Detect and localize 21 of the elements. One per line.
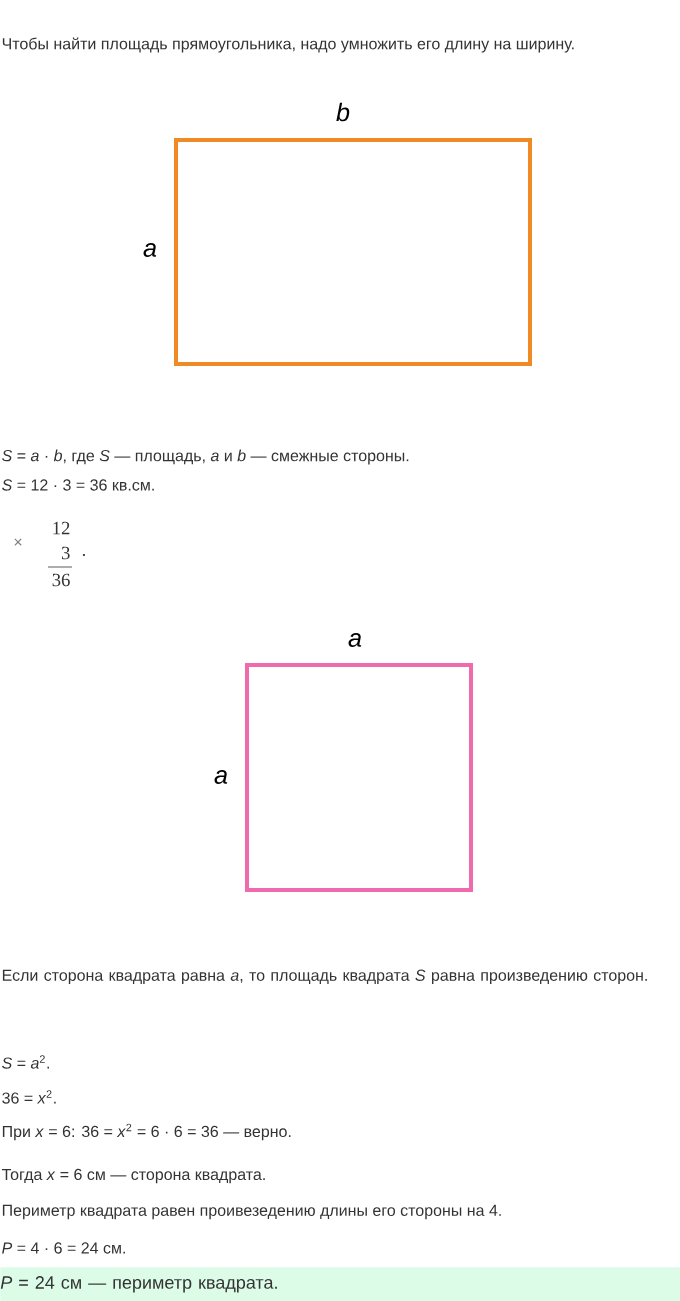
side-label: a [143, 243, 157, 257]
side-label: a [214, 770, 228, 784]
text-line: Периметр квадрата равен проивезедению длины его стороны на 4. [2, 1204, 501, 1220]
text-line: S = a$^{2}$. [2, 1055, 49, 1069]
number: 12 [53, 521, 70, 535]
text-line: 36 = x$^{2}$. [2, 1090, 56, 1104]
text-line: Тогда x = 6 см — сторона квадрата. [1, 1168, 265, 1184]
text-line: Чтобы найти площадь прямоугольника, надо умножить его длину на ширину. [2, 37, 574, 53]
answer-band: P = 24 см — периметр квадрата. [0, 1267, 680, 1301]
side-label: b [336, 102, 350, 122]
text-line: S = a · b, где S — площадь, a и b — смежные стороны. [2, 449, 409, 465]
multiply-sign: × [14, 538, 22, 546]
rectangle-frame [174, 138, 532, 366]
side-label: a [348, 633, 362, 647]
number: 3 [61, 546, 70, 560]
text-line: S = 12 · 3 = 36 кв.см. [2, 479, 154, 491]
text-line: При x = 6: 36 = x$^{2}$ = 6 · 6 = 36 — верно. [2, 1123, 291, 1141]
number: 36 [52, 573, 70, 587]
number: . [82, 553, 86, 557]
rectangle-frame [245, 663, 473, 892]
paragraph: Если сторона квадрата равна a, то площадь квадрата S равна произведению сторон. [2, 969, 647, 985]
